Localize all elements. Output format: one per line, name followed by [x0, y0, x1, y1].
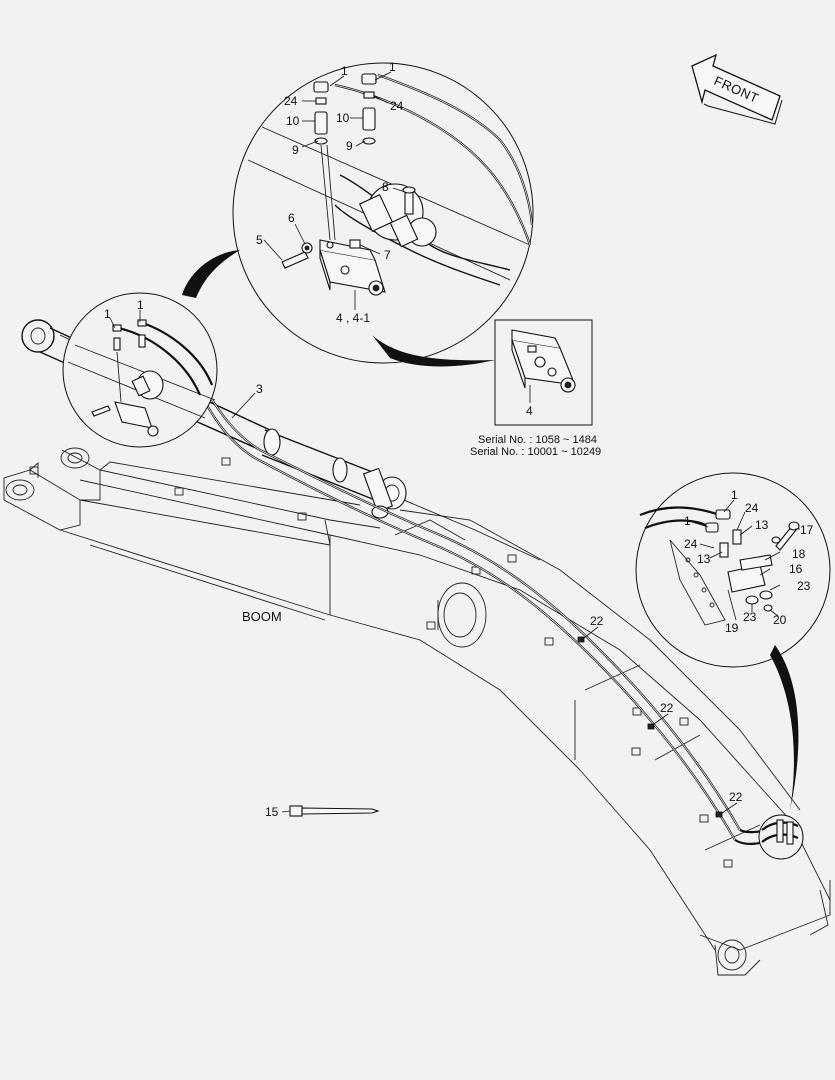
leader-lines	[109, 71, 800, 814]
callout-3: 3	[256, 382, 263, 396]
callout-20: 20	[773, 613, 787, 627]
callout-1: 1	[341, 64, 348, 78]
callout-1: 1	[684, 514, 691, 528]
callout-22: 22	[729, 790, 743, 804]
callout-24: 24	[684, 537, 698, 551]
callout-1: 1	[389, 60, 396, 74]
bottom-small-circle	[758, 814, 804, 860]
inset-pointer	[372, 335, 495, 367]
callout-16: 16	[789, 562, 803, 576]
callout-17: 17	[800, 523, 814, 537]
callout-4: 4	[526, 404, 533, 418]
callout-19: 19	[725, 621, 739, 635]
callout-18: 18	[792, 547, 806, 561]
inset-box	[494, 319, 593, 426]
callout-22: 22	[660, 701, 674, 715]
callout-24: 24	[390, 99, 404, 113]
left-detail-circle	[62, 292, 218, 448]
callout-4-4-1: 4 , 4-1	[336, 311, 370, 325]
right-detail-circle	[635, 472, 831, 668]
serial-line-2: Serial No. : 10001 ~ 10249	[470, 446, 601, 458]
callout-9: 9	[292, 143, 299, 157]
callout-10: 10	[336, 111, 350, 125]
callout-1: 1	[731, 488, 738, 502]
callout-23: 23	[797, 579, 811, 593]
callout-7: 7	[384, 248, 391, 262]
callout-8: 8	[382, 180, 389, 194]
callout-labels: BOOM Serial No. : 1058 ~ 1484 Serial No.…	[104, 60, 814, 819]
callout-15: 15	[265, 805, 279, 819]
top-detail-circle	[232, 62, 534, 364]
right-circle-pointer	[770, 645, 799, 810]
callout-13: 13	[697, 552, 711, 566]
callout-6: 6	[288, 211, 295, 225]
top-circle-pointer	[182, 250, 240, 298]
callout-1: 1	[137, 298, 144, 312]
callout-23: 23	[743, 610, 757, 624]
callout-5: 5	[256, 233, 263, 247]
callout-24: 24	[745, 501, 759, 515]
callout-1: 1	[104, 307, 111, 321]
cable-tie	[289, 805, 380, 817]
boom-label: BOOM	[242, 609, 282, 624]
callout-9: 9	[346, 139, 353, 153]
front-arrow: FRONT	[691, 53, 783, 125]
callout-10: 10	[286, 114, 300, 128]
callout-22: 22	[590, 614, 604, 628]
boom-hoses	[144, 319, 781, 846]
callout-13: 13	[755, 518, 769, 532]
serial-line-1: Serial No. : 1058 ~ 1484	[478, 434, 597, 446]
callout-24: 24	[284, 94, 298, 108]
